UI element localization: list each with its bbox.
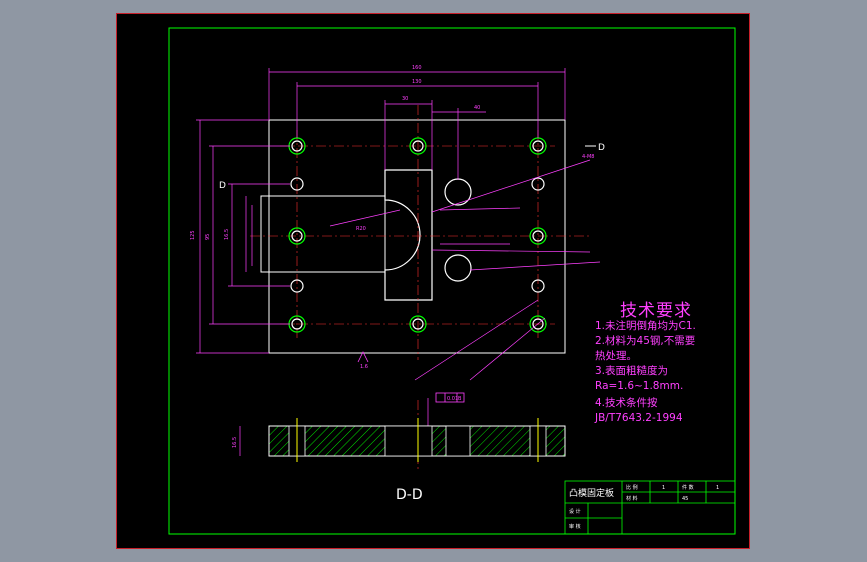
dim-hole-spacing-y: 95 [205,234,211,240]
plate-outline [268,119,566,354]
drawing-viewport[interactable] [116,13,750,549]
surface-finish-symbol [357,351,369,363]
tolerance-value: 0.01 [447,396,458,402]
svg-text:审 核: 审 核 [569,523,581,530]
tech-req-line-6: 4.技术条件按 [595,397,658,409]
title-block [564,480,736,535]
section-view: 16.5 [232,418,566,462]
dim-thread: 4-M8 [582,154,594,160]
tech-req-line-1: 1.未注明倒角均为C1. [595,320,696,332]
dimension-lines [196,68,601,428]
svg-text:1: 1 [662,485,665,491]
tolerance-frame: 0.01 B [435,392,465,403]
tech-req-line-5: Ra=1.6~1.8mm. [595,380,684,392]
svg-text:比 例: 比 例 [626,484,638,491]
dimension-texts: 160 130 30 40 125 95 16.5 R20 4-M8 [190,65,594,240]
tech-req-line-7: JB/T7643.2-1994 [595,412,683,424]
dim-overall-height: 125 [190,230,196,240]
section-title: D-D [396,487,423,503]
svg-text:材 料: 材 料 [626,495,638,502]
hole-group [288,137,547,333]
dim-radius: R20 [356,226,366,232]
tech-req-line-3: 热处理。 [595,350,637,362]
dim-pocket-width: 40 [474,105,480,111]
svg-text:1: 1 [716,485,719,491]
drawing-frame [168,27,736,535]
drawing-border-red [116,13,750,549]
surface-finish-value: 1.6 [360,364,368,370]
svg-text:设 计: 设 计 [569,508,581,515]
dim-slot-width: 30 [402,96,408,102]
die-slot [384,169,433,301]
dim-hole-spacing-x: 130 [412,79,422,85]
view-label-d: D [219,181,226,191]
section-thickness-dim: 16.5 [232,437,238,448]
svg-text:45: 45 [682,496,688,502]
tech-req-line-2: 2.材料为45钢,不需要 [595,335,696,347]
title-block-cells: 设 计 审 核 比 例 1 件 数 1 材 料 45 [569,484,719,530]
section-arrow-label: D [598,143,605,153]
centerlines [250,105,590,470]
tech-requirements-title: 技术要求 [620,301,692,321]
dim-overall-width: 160 [412,65,422,71]
title-block-part-name: 凸模固定板 [569,487,614,499]
tolerance-datum: B [458,396,462,402]
svg-text:件 数: 件 数 [682,484,694,491]
dim-thickness-label: 16.5 [224,229,230,240]
tech-req-line-4: 3.表面粗糙度为 [595,365,669,377]
pocket-outline [260,195,386,273]
